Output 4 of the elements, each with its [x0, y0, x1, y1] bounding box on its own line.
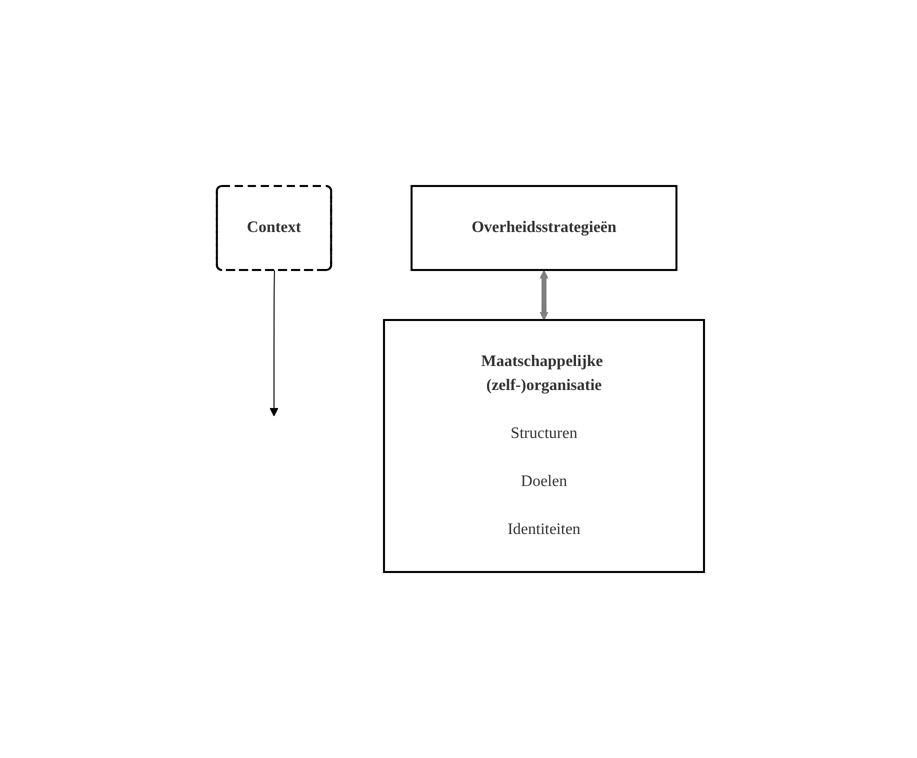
arrow: [539, 270, 548, 320]
node-box: Maatschappelijke (zelf-)organisatie Structuren Doelen Identiteiten: [382, 319, 704, 573]
arrow: [269, 270, 278, 416]
node-box: Overheidsstrategieën: [410, 185, 677, 271]
